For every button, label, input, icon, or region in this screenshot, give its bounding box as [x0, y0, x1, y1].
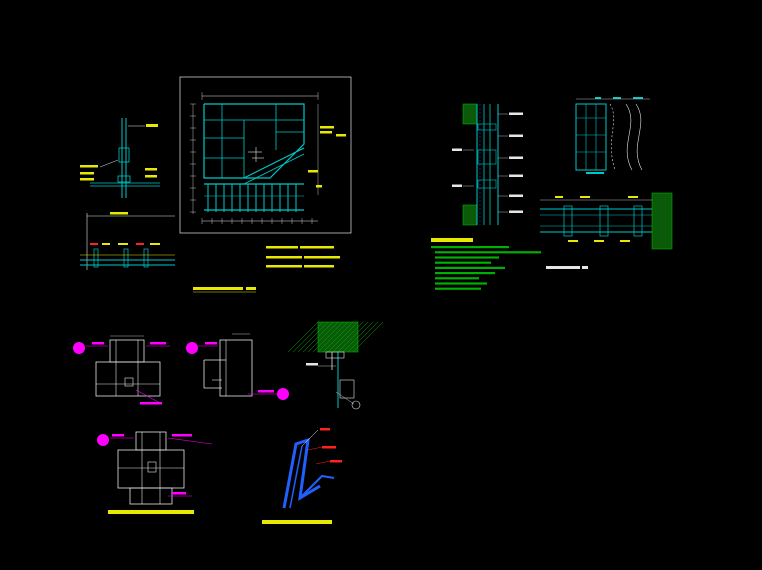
drafting-line [297, 321, 329, 353]
drafting-line [307, 321, 339, 353]
wall-bracket [287, 321, 384, 410]
profile-left [73, 335, 170, 405]
elevation-notes [193, 246, 340, 293]
label-mark [509, 112, 523, 115]
label-mark [435, 287, 481, 290]
label-mark [509, 194, 523, 197]
drafting-line [302, 321, 334, 353]
drafting-line [322, 321, 354, 353]
drafting-line [337, 321, 369, 353]
label-mark [435, 261, 491, 264]
label-mark [452, 184, 462, 187]
notes-block [431, 238, 541, 290]
rail-plan-strip [80, 212, 175, 270]
blue-bracket [262, 428, 342, 524]
label-mark [435, 272, 495, 275]
label-mark [435, 277, 479, 280]
drafting-line [292, 321, 324, 353]
mullion-profile [97, 431, 213, 514]
drafting-line [317, 321, 349, 353]
label-mark [435, 256, 499, 259]
panel-elevation [575, 97, 650, 174]
label-mark [509, 156, 523, 159]
drafting-line [327, 321, 359, 353]
label-mark [509, 134, 523, 137]
label-mark [452, 148, 462, 151]
facade-elevation [179, 76, 352, 234]
rail-detail-top [80, 118, 160, 198]
drafting-line [287, 321, 319, 353]
drafting-line [342, 321, 374, 353]
label-mark [435, 282, 487, 285]
label-mark [509, 210, 523, 213]
label-mark [435, 266, 505, 269]
label-mark [509, 174, 523, 177]
label-mark [435, 251, 541, 254]
drafting-line [312, 321, 344, 353]
label-mark [431, 246, 509, 249]
profile-right [186, 333, 289, 400]
drafting-line [332, 321, 364, 353]
plan-section [540, 192, 673, 269]
drafting-line [347, 321, 379, 353]
wall-section-vertical [452, 103, 523, 226]
drafting-line [352, 321, 384, 353]
